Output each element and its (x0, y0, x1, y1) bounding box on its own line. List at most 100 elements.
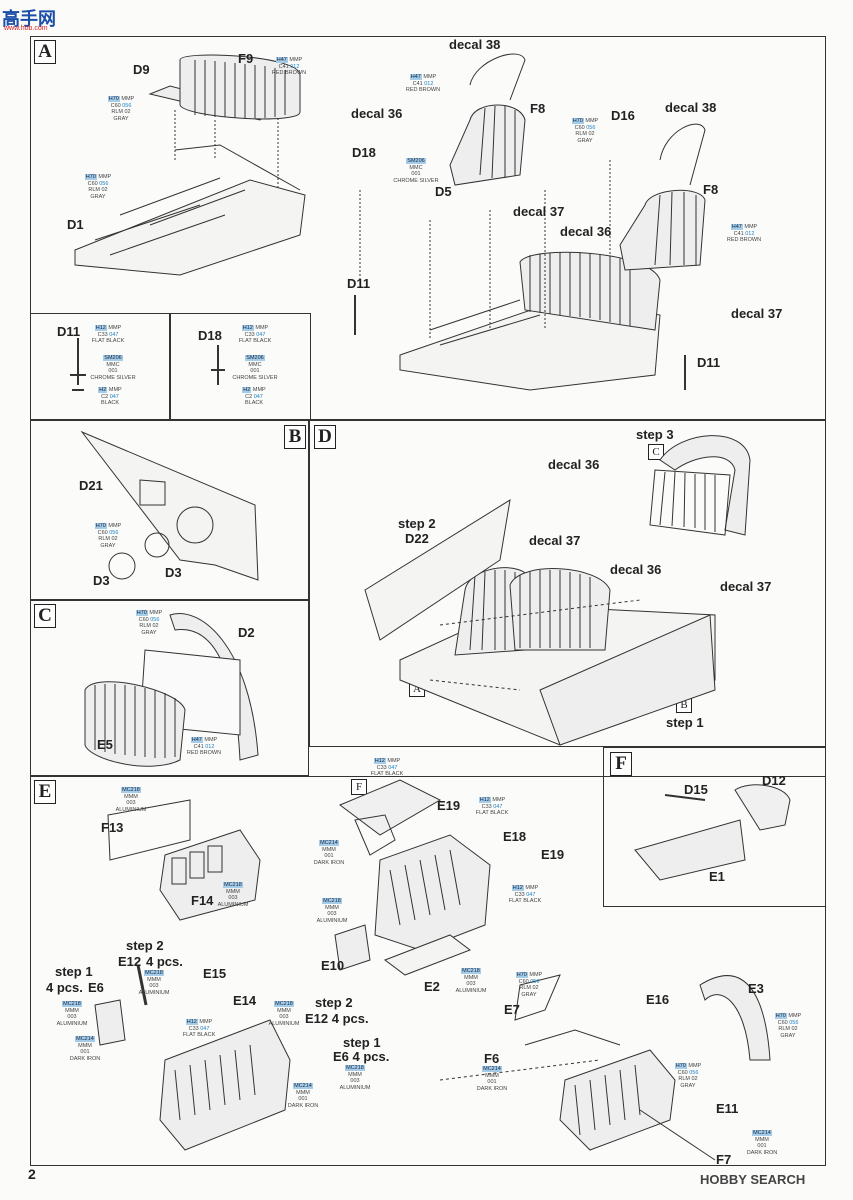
label-e16: E16 (646, 992, 670, 1007)
label-decal36-d: decal 36 (610, 562, 662, 577)
paint-callout-e5: H47 MMP C41 012 RED BROWN (186, 737, 222, 756)
label-d12: D12 (762, 773, 786, 788)
engine-left-drawing (94, 964, 291, 1151)
seat-f8-lower-drawing (619, 123, 706, 271)
frame-f (603, 747, 826, 907)
page-number: 2 (28, 1166, 36, 1182)
label-e7: E7 (504, 1002, 520, 1017)
site-url: www.hob.com (4, 25, 48, 32)
frame-d (309, 420, 826, 747)
paint-callout-engine-top: H12 MMP C33 047 FLAT BLACK (370, 758, 404, 777)
label-decal37-c: decal 37 (529, 533, 581, 548)
paint-callout-d11-sub: H12 MMP C33 047 FLAT BLACK (91, 325, 125, 344)
label-e10: E10 (321, 958, 345, 973)
hobbysearch-watermark: HOBBY SEARCH (700, 1172, 806, 1187)
cockpit-assembled-drawing (364, 435, 751, 746)
label-e6-b: E6 4 pcs. (333, 1049, 390, 1064)
label-e12-a: E12 (118, 954, 142, 969)
label-step1-d: step 1 (666, 715, 704, 730)
site-logo: 高手网 (2, 9, 56, 29)
step-letter-c: C (34, 604, 56, 628)
label-step1-f: step 1 (343, 1035, 381, 1050)
label-f13: F13 (101, 820, 124, 835)
ref-f-box: F (351, 779, 367, 795)
paint-callout-d18-sub: H12 MMP C33 047 FLAT BLACK (238, 325, 272, 344)
label-d18-b: D18 (198, 328, 222, 343)
label-decal37-d: decal 37 (720, 579, 772, 594)
label-d1: D1 (67, 217, 84, 232)
label-d15: D15 (684, 782, 708, 797)
paint-callout-f8-b: H47 MMP C41 012 RED BROWN (726, 224, 762, 243)
step-letter-f: F (610, 752, 632, 776)
engine-right-drawing (514, 974, 771, 1161)
label-e3: E3 (748, 981, 764, 996)
label-f8-a: F8 (530, 101, 546, 116)
label-e11: E11 (716, 1101, 739, 1116)
paint-callout-engine-left: H12 MMP C33 047 FLAT BLACK (182, 1019, 216, 1038)
paint-callout-d18-sub-black: H2 MMP C2 047 BLACK (242, 387, 266, 406)
label-decal37-a: decal 37 (513, 204, 565, 219)
label-d16: D16 (611, 108, 635, 123)
label-decal38-a: decal 38 (449, 37, 501, 52)
engine-center-drawing (334, 779, 491, 976)
label-e19-b: E19 (541, 847, 565, 862)
label-decal38-b: decal 38 (665, 100, 717, 115)
paint-callout-e19-a: H12 MMP C33 047 FLAT BLACK (475, 797, 509, 816)
label-e2: E2 (424, 979, 440, 994)
side-panel-d21-drawing (80, 430, 259, 581)
step-letter-a: A (34, 40, 56, 64)
paint-callout-decal38-a: H47 MMP C41 012 RED BROWN (405, 74, 441, 93)
label-d3-a: D3 (93, 573, 110, 588)
label-d22: D22 (405, 531, 429, 546)
label-e6-a: E6 (88, 980, 104, 995)
label-step2-d: step 2 (398, 516, 436, 531)
label-decal37-b: decal 37 (731, 306, 783, 321)
label-d2: D2 (238, 625, 255, 640)
label-f7: F7 (716, 1152, 732, 1167)
frame-e (30, 776, 826, 1166)
floor-e1-drawing (634, 784, 791, 881)
frame-a (30, 36, 826, 420)
label-f14: F14 (191, 893, 214, 908)
label-step2-f: step 2 (315, 995, 353, 1010)
label-f9: F9 (238, 51, 254, 66)
frame-b (30, 420, 309, 600)
label-decal36-c: decal 36 (548, 457, 600, 472)
frame-c (30, 600, 309, 776)
label-d3-b: D3 (165, 565, 182, 580)
label-4pcs-a: 4 pcs. (146, 954, 183, 969)
ref-c-box: C (648, 444, 664, 460)
frame-a-sub2 (170, 313, 311, 420)
label-e14: E14 (233, 993, 257, 1008)
seat-back-f9-drawing (179, 54, 301, 120)
seat-f8-upper-drawing (449, 53, 526, 186)
paint-callout-f9: H47 MMP C41 012 RED BROWN (271, 57, 307, 76)
frame-a-sub1 (30, 313, 170, 420)
label-d11-b: D11 (697, 355, 721, 370)
label-e5: E5 (97, 737, 113, 752)
label-f6: F6 (484, 1051, 500, 1066)
label-f8-b: F8 (703, 182, 719, 197)
label-d11-a: D11 (347, 276, 371, 291)
label-d21: D21 (79, 478, 103, 493)
label-step2-e: step 2 (126, 938, 164, 953)
label-d11-c: D11 (57, 324, 81, 339)
